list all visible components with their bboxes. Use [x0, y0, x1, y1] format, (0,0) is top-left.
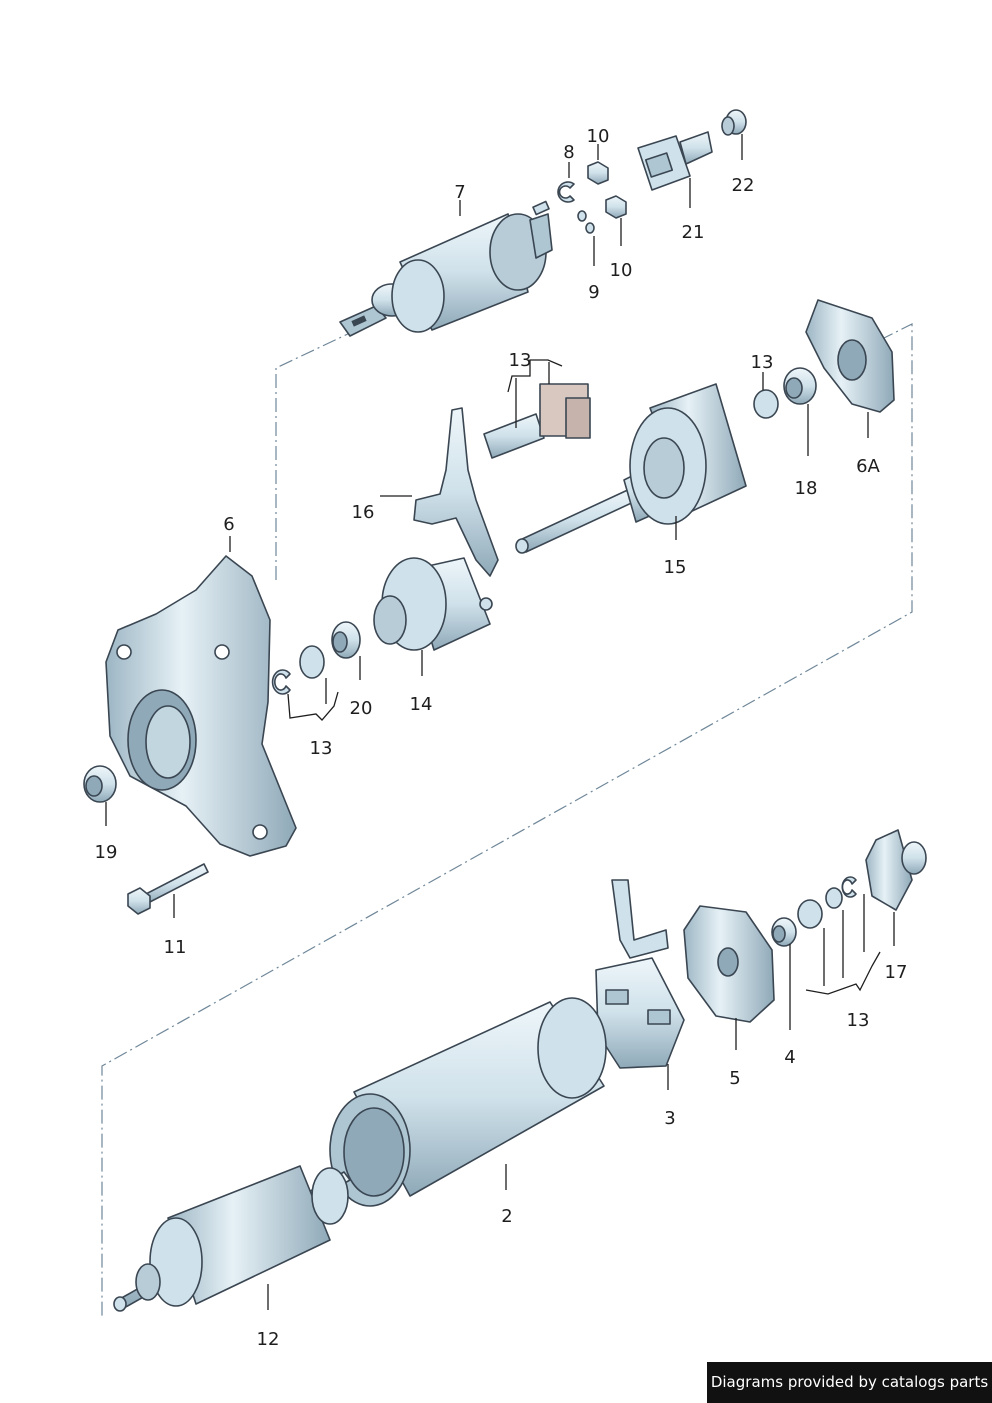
fork-lever	[413, 407, 499, 577]
bushing-20	[331, 621, 361, 659]
label-13-top: 13	[509, 350, 532, 371]
label-18: 18	[795, 478, 818, 499]
drive-pinion	[373, 557, 493, 651]
label-13-right: 13	[751, 352, 774, 373]
assembly-line-upper	[275, 331, 353, 580]
assembly-line-right	[101, 323, 913, 1316]
end-plate	[683, 905, 775, 1023]
bushing-4	[771, 917, 797, 947]
cap-22	[721, 109, 747, 136]
motor-housing-tube	[329, 997, 607, 1207]
label-19: 19	[95, 842, 118, 863]
label-16: 16	[352, 502, 375, 523]
label-15: 15	[664, 557, 687, 578]
nut-10-lower	[605, 195, 627, 219]
gasket-cap-17	[865, 829, 927, 911]
label-8: 8	[563, 142, 574, 163]
label-21: 21	[682, 222, 705, 243]
label-3: 3	[664, 1108, 675, 1129]
label-17: 17	[885, 962, 908, 983]
circlip-8	[557, 181, 575, 203]
label-6a: 6A	[856, 456, 880, 477]
washer-13-right	[753, 389, 779, 419]
label-6: 6	[223, 514, 234, 535]
washer-13-lower-b	[825, 887, 843, 909]
washer-13-lower-a	[797, 899, 823, 929]
label-5: 5	[729, 1068, 740, 1089]
brush-holder-kit	[483, 383, 591, 459]
label-7: 7	[454, 182, 465, 203]
label-9: 9	[588, 282, 599, 303]
circlip-13	[271, 669, 291, 695]
washer-9	[577, 210, 595, 234]
label-10-upper: 10	[587, 126, 610, 147]
label-13-middle: 13	[310, 738, 333, 759]
stop-ring-13	[299, 645, 325, 679]
brush-holder	[595, 879, 685, 1069]
bolt-11	[127, 863, 209, 915]
label-4: 4	[784, 1047, 795, 1068]
label-13-lower: 13	[847, 1010, 870, 1031]
label-12: 12	[257, 1329, 280, 1350]
label-20: 20	[350, 698, 373, 719]
credit-banner: Diagrams provided by catalogs parts	[707, 1362, 992, 1403]
bushing-19	[83, 765, 117, 803]
planetary-gear-shaft	[515, 383, 747, 554]
circlip-13-lower	[841, 876, 857, 898]
nut-10-upper	[587, 161, 609, 185]
label-10-lower: 10	[610, 260, 633, 281]
label-11: 11	[164, 937, 187, 958]
connector-21	[637, 131, 713, 191]
solenoid	[339, 200, 553, 337]
end-cover-6a	[805, 299, 895, 413]
bushing-18	[783, 367, 817, 405]
label-14: 14	[410, 694, 433, 715]
label-2: 2	[501, 1206, 512, 1227]
drive-end-housing	[105, 555, 297, 857]
label-22: 22	[732, 175, 755, 196]
armature	[113, 1165, 351, 1312]
